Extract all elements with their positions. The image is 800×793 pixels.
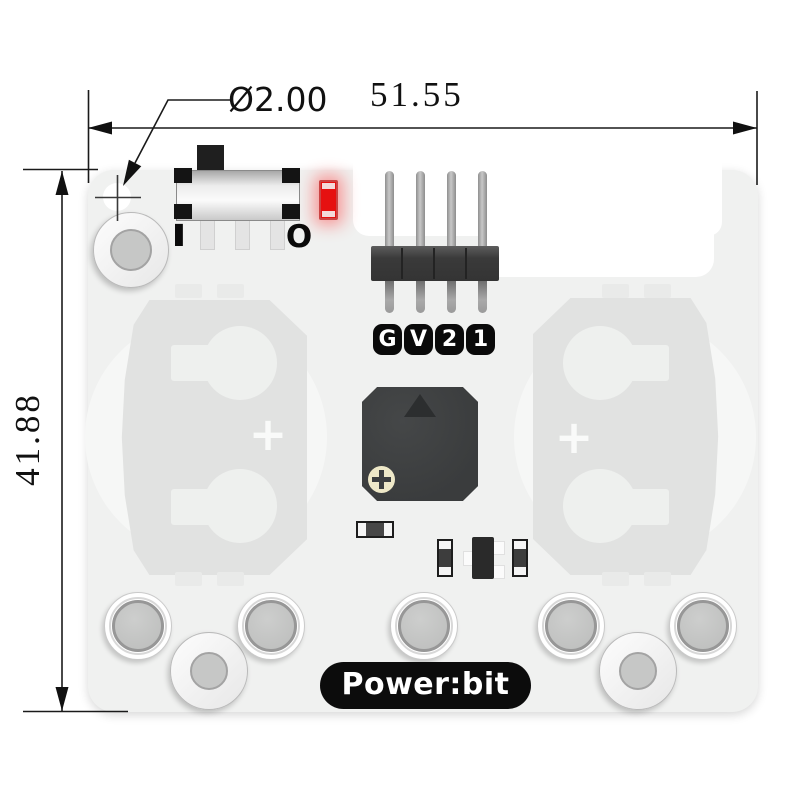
bottom-pad <box>390 592 458 660</box>
croc-ring-pad <box>599 632 677 710</box>
header-base <box>371 246 499 281</box>
croc-ring-pad <box>93 212 169 288</box>
board-height-label: 41.88 <box>8 392 47 486</box>
led-cap <box>322 183 335 189</box>
smd-resistor <box>437 539 453 577</box>
holder-solder-tab <box>175 284 202 298</box>
switch-leg <box>235 219 250 250</box>
arrowhead-left <box>88 121 112 135</box>
pin-label-2: 2 <box>435 324 464 355</box>
switch-corner <box>282 204 300 219</box>
buzzer-sound-hole <box>404 394 436 417</box>
pad-center <box>619 652 657 690</box>
switch-corner <box>174 168 192 183</box>
board-width-label: 51.55 <box>370 75 464 114</box>
mounting-hole <box>103 183 131 211</box>
sot23-transistor <box>472 537 494 579</box>
smd-resistor <box>356 521 394 538</box>
hole-diameter-label: Ø2.00 <box>228 80 328 119</box>
switch-off-marker: O <box>285 219 313 255</box>
battery-plus-mark-left: + <box>248 407 288 461</box>
switch-corner <box>174 204 192 219</box>
pin-label-v: V <box>404 324 433 355</box>
battery-contact-tab <box>619 345 669 381</box>
switch-leg <box>270 219 285 250</box>
header-pin-tail <box>385 281 394 313</box>
croc-ring-pad <box>170 632 248 710</box>
pin-label-g: G <box>373 324 402 355</box>
powerbit-logo: Power:bit <box>320 662 531 709</box>
battery-contact-tab <box>619 489 669 525</box>
pad-center <box>190 652 228 690</box>
battery-contact-tab <box>171 345 221 381</box>
switch-corner <box>282 168 300 183</box>
pad-center <box>110 229 152 271</box>
header-pin <box>478 171 487 248</box>
holder-solder-tab <box>217 284 244 298</box>
holder-solder-tab <box>175 572 202 586</box>
power-led <box>319 180 338 220</box>
transistor-pad <box>493 565 505 579</box>
slide-switch <box>176 170 300 221</box>
header-pin-tail <box>478 281 487 313</box>
holder-solder-tab <box>602 572 629 586</box>
arrowhead-down <box>55 687 69 711</box>
bottom-pad <box>104 592 172 660</box>
led-cap <box>322 211 335 217</box>
header-pin <box>416 171 425 248</box>
battery-plus-mark-right: + <box>554 410 594 464</box>
board-top-notch-deep <box>480 148 714 277</box>
bottom-pad <box>237 592 305 660</box>
switch-on-marker: I <box>171 219 187 254</box>
smd-resistor <box>512 539 528 577</box>
arrowhead-right <box>733 121 757 135</box>
holder-solder-tab <box>644 572 671 586</box>
holder-solder-tab <box>602 284 629 298</box>
holder-solder-tab <box>217 572 244 586</box>
transistor-pad <box>493 541 505 555</box>
holder-solder-tab <box>644 284 671 298</box>
header-pin-tail <box>447 281 456 313</box>
pin-label-1: 1 <box>466 324 495 355</box>
header-pin <box>385 171 394 248</box>
header-pin <box>447 171 456 248</box>
buzzer-plus-screw <box>368 466 395 493</box>
battery-contact-tab <box>171 489 221 525</box>
header-pin-tail <box>416 281 425 313</box>
arrowhead-up <box>55 171 69 195</box>
bottom-pad <box>537 592 605 660</box>
bottom-pad <box>669 592 737 660</box>
switch-leg <box>200 219 215 250</box>
